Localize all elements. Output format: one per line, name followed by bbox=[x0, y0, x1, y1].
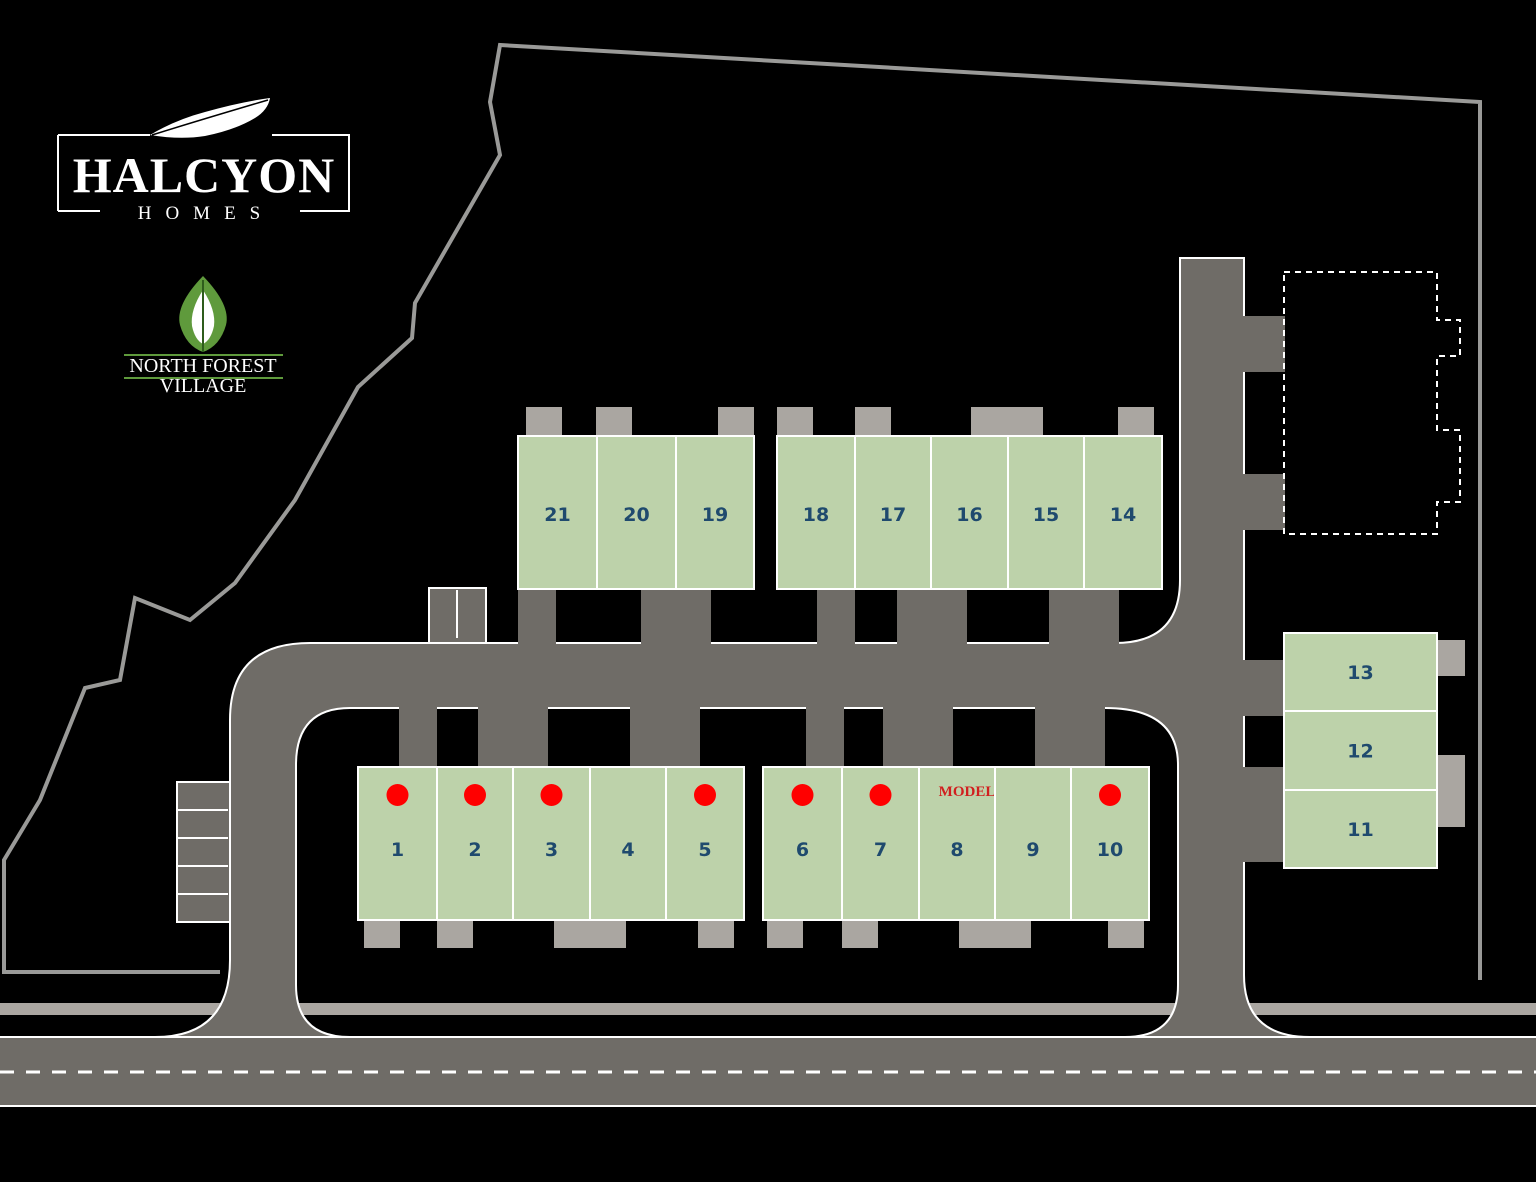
lot-number: 3 bbox=[545, 839, 558, 861]
community-name-line2: VILLAGE bbox=[160, 375, 247, 397]
driveway-connector bbox=[478, 706, 548, 768]
lot-8[interactable]: 8 MODEL bbox=[918, 766, 996, 921]
brand-tagline: HOMES bbox=[138, 203, 275, 224]
driveway-connector bbox=[897, 588, 967, 644]
sold-marker bbox=[386, 784, 409, 806]
lot-outline[interactable] bbox=[776, 435, 856, 590]
lot-number: 19 bbox=[702, 504, 728, 526]
lot-7[interactable]: 7 bbox=[841, 766, 920, 921]
sold-marker bbox=[694, 784, 716, 806]
sold-marker bbox=[791, 784, 814, 806]
roads bbox=[0, 257, 1536, 1107]
lot-number: 11 bbox=[1347, 819, 1373, 841]
lot-11[interactable]: 11 bbox=[1283, 789, 1438, 869]
lot-outline[interactable] bbox=[1283, 710, 1438, 791]
lot-number: 1 bbox=[391, 839, 404, 861]
driveway-connector bbox=[1243, 767, 1285, 823]
lot-5[interactable]: 5 bbox=[665, 766, 745, 921]
sold-marker bbox=[540, 784, 563, 806]
lot-21[interactable]: 21 bbox=[517, 435, 598, 590]
driveway-connector bbox=[1035, 706, 1105, 768]
lot-2[interactable]: 2 bbox=[436, 766, 514, 921]
lot-number: 18 bbox=[803, 504, 829, 526]
lot-number: 7 bbox=[874, 839, 887, 861]
sidewalk bbox=[0, 1003, 1536, 1015]
sold-marker bbox=[869, 784, 892, 806]
community-name-line1: NORTH FOREST bbox=[129, 355, 276, 377]
driveway-connector bbox=[1243, 316, 1285, 372]
lot-number: 9 bbox=[1026, 839, 1039, 861]
lot-number: 17 bbox=[880, 504, 906, 526]
property-boundary bbox=[1, 42, 1482, 980]
lot-number: 8 bbox=[950, 839, 963, 861]
lot-number: 20 bbox=[623, 504, 649, 526]
lot-18[interactable]: 18 bbox=[776, 435, 856, 590]
lot-number: 2 bbox=[468, 839, 481, 861]
lot-16[interactable]: 16 bbox=[930, 435, 1009, 590]
lot-outline[interactable] bbox=[675, 435, 755, 590]
driveway-connector bbox=[1243, 474, 1285, 530]
lot-outline[interactable] bbox=[1283, 632, 1438, 712]
north-forest-village-logo: NORTH FOREST VILLAGE bbox=[124, 276, 283, 397]
lot-number: 12 bbox=[1347, 741, 1373, 763]
lot-12[interactable]: 12 bbox=[1283, 710, 1438, 791]
sold-marker bbox=[1099, 784, 1121, 806]
driveway-connector bbox=[630, 706, 700, 768]
driveway-pads bbox=[364, 407, 1465, 948]
driveway-connector bbox=[399, 706, 437, 768]
guest-parking bbox=[176, 781, 238, 923]
brand-name: HALCYON bbox=[73, 147, 336, 203]
lot-20[interactable]: 20 bbox=[596, 435, 677, 590]
lot-number: 16 bbox=[956, 504, 982, 526]
lot-4[interactable]: 4 bbox=[589, 766, 667, 921]
lot-15[interactable]: 15 bbox=[1007, 435, 1085, 590]
halcyon-homes-logo: HALCYON HOMES bbox=[57, 98, 350, 224]
lot-number: 15 bbox=[1033, 504, 1059, 526]
lot-number: 10 bbox=[1097, 839, 1123, 861]
driveway-connector bbox=[1243, 660, 1285, 716]
model-label: MODEL bbox=[939, 784, 996, 800]
lot-number: 21 bbox=[544, 504, 570, 526]
lot-number: 14 bbox=[1110, 504, 1136, 526]
lot-14[interactable]: 14 bbox=[1083, 435, 1163, 590]
driveway-connector bbox=[806, 706, 844, 768]
lot-10[interactable]: 10 bbox=[1070, 766, 1150, 921]
lot-19[interactable]: 19 bbox=[675, 435, 755, 590]
lot-17[interactable]: 17 bbox=[854, 435, 932, 590]
sold-marker bbox=[464, 784, 486, 806]
lot-number: 4 bbox=[621, 839, 634, 861]
lot-number: 5 bbox=[698, 839, 711, 861]
lot-outline[interactable] bbox=[1007, 435, 1085, 590]
lot-outline[interactable] bbox=[918, 766, 996, 921]
lot-number: 6 bbox=[796, 839, 809, 861]
lot-outline[interactable] bbox=[930, 435, 1009, 590]
driveway-connector bbox=[1049, 588, 1119, 644]
lot-9[interactable]: 9 bbox=[994, 766, 1072, 921]
lot-3[interactable]: 3 bbox=[512, 766, 591, 921]
lot-number: 13 bbox=[1347, 662, 1373, 684]
lot-13[interactable]: 13 bbox=[1283, 632, 1438, 712]
lot-outline[interactable] bbox=[1283, 789, 1438, 869]
driveway-connector bbox=[518, 588, 556, 644]
driveway-connector bbox=[1243, 816, 1285, 862]
driveway-connector bbox=[641, 588, 711, 644]
lot-outline[interactable] bbox=[517, 435, 598, 590]
driveway-connector bbox=[817, 588, 855, 644]
driveway-connector bbox=[883, 706, 953, 768]
lot-6[interactable]: 6 bbox=[762, 766, 843, 921]
lot-outline[interactable] bbox=[994, 766, 1072, 921]
lot-1[interactable]: 1 bbox=[357, 766, 438, 921]
future-building-outline bbox=[1283, 271, 1461, 535]
